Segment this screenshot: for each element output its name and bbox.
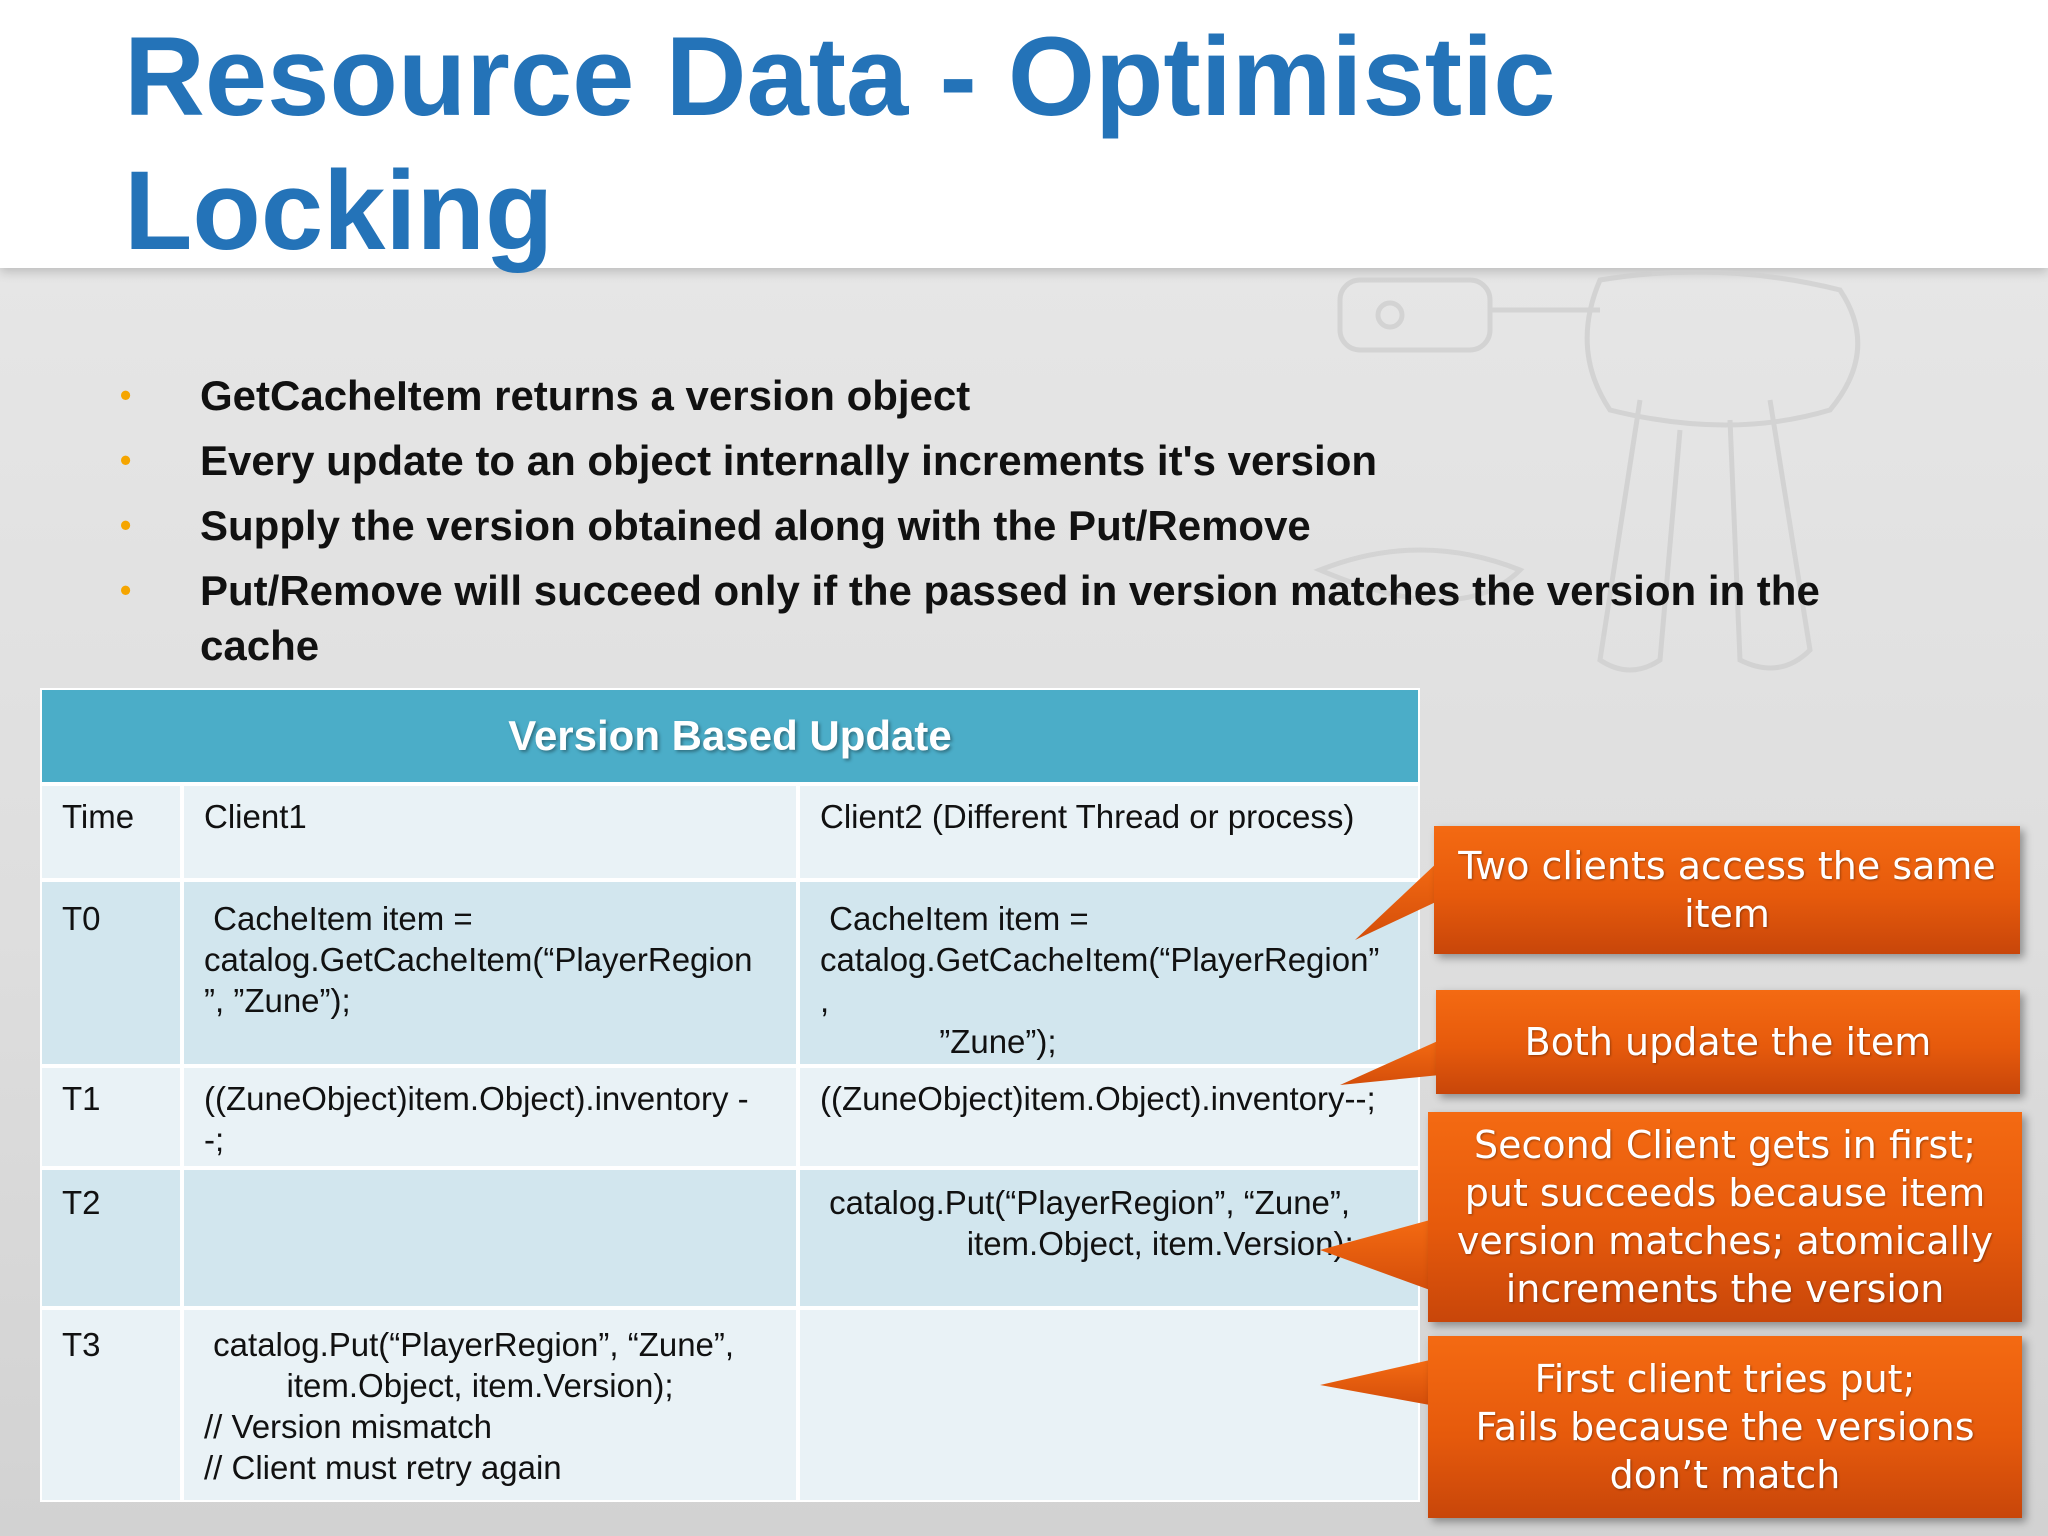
bullet-list: • GetCacheItem returns a version object •… bbox=[120, 368, 1920, 683]
bullet-text: Put/Remove will succeed only if the pass… bbox=[200, 567, 1820, 669]
row-t3-time: T3 bbox=[42, 1310, 180, 1500]
bullet-text: Every update to an object internally inc… bbox=[200, 437, 1378, 484]
callout-first-client: First client tries put; Fails because th… bbox=[1428, 1336, 2022, 1518]
callout-second-client: Second Client gets in first; put succeed… bbox=[1428, 1112, 2022, 1322]
row-t0-client2: CacheItem item = catalog.GetCacheItem(“P… bbox=[800, 882, 1418, 1064]
background-doodle-illustration bbox=[1313, 270, 1861, 673]
callout-two-clients: Two clients access the same item bbox=[1434, 826, 2020, 954]
row-t2-time: T2 bbox=[42, 1170, 180, 1306]
row-t1-client1: ((ZuneObject)item.Object).inventory - -; bbox=[184, 1068, 796, 1166]
callout-both-update: Both update the item bbox=[1436, 990, 2020, 1094]
bullet-dot-icon: • bbox=[120, 572, 132, 608]
title-band: Resource Data - Optimistic Locking bbox=[0, 0, 2048, 273]
bullet-text: Supply the version obtained along with t… bbox=[200, 502, 1311, 549]
bullet-dot-icon: • bbox=[120, 442, 132, 478]
row-t2-client2: catalog.Put(“PlayerRegion”, “Zune”, item… bbox=[800, 1170, 1418, 1306]
bullet-text: GetCacheItem returns a version object bbox=[200, 372, 971, 419]
bullet-item: • Every update to an object internally in… bbox=[120, 433, 1920, 488]
row-t3-client2 bbox=[800, 1310, 1418, 1500]
row-t1-client2: ((ZuneObject)item.Object).inventory--; bbox=[800, 1068, 1418, 1166]
bullet-item: • GetCacheItem returns a version object bbox=[120, 368, 1920, 423]
row-t0-client1: CacheItem item = catalog.GetCacheItem(“P… bbox=[184, 882, 796, 1064]
header-time: Time bbox=[42, 786, 180, 878]
row-t2-client1 bbox=[184, 1170, 796, 1306]
bullet-item: • Supply the version obtained along with … bbox=[120, 498, 1920, 553]
slide-title: Resource Data - Optimistic Locking bbox=[124, 14, 1556, 273]
table-title: Version Based Update bbox=[42, 690, 1418, 782]
header-client2: Client2 (Different Thread or process) bbox=[800, 786, 1418, 878]
bullet-item: • Put/Remove will succeed only if the pas… bbox=[120, 563, 1920, 673]
row-t0-time: T0 bbox=[42, 882, 180, 1064]
row-t3-client1: catalog.Put(“PlayerRegion”, “Zune”, item… bbox=[184, 1310, 796, 1500]
header-client1: Client1 bbox=[184, 786, 796, 878]
bullet-dot-icon: • bbox=[120, 377, 132, 413]
row-t1-time: T1 bbox=[42, 1068, 180, 1166]
bullet-dot-icon: • bbox=[120, 507, 132, 543]
